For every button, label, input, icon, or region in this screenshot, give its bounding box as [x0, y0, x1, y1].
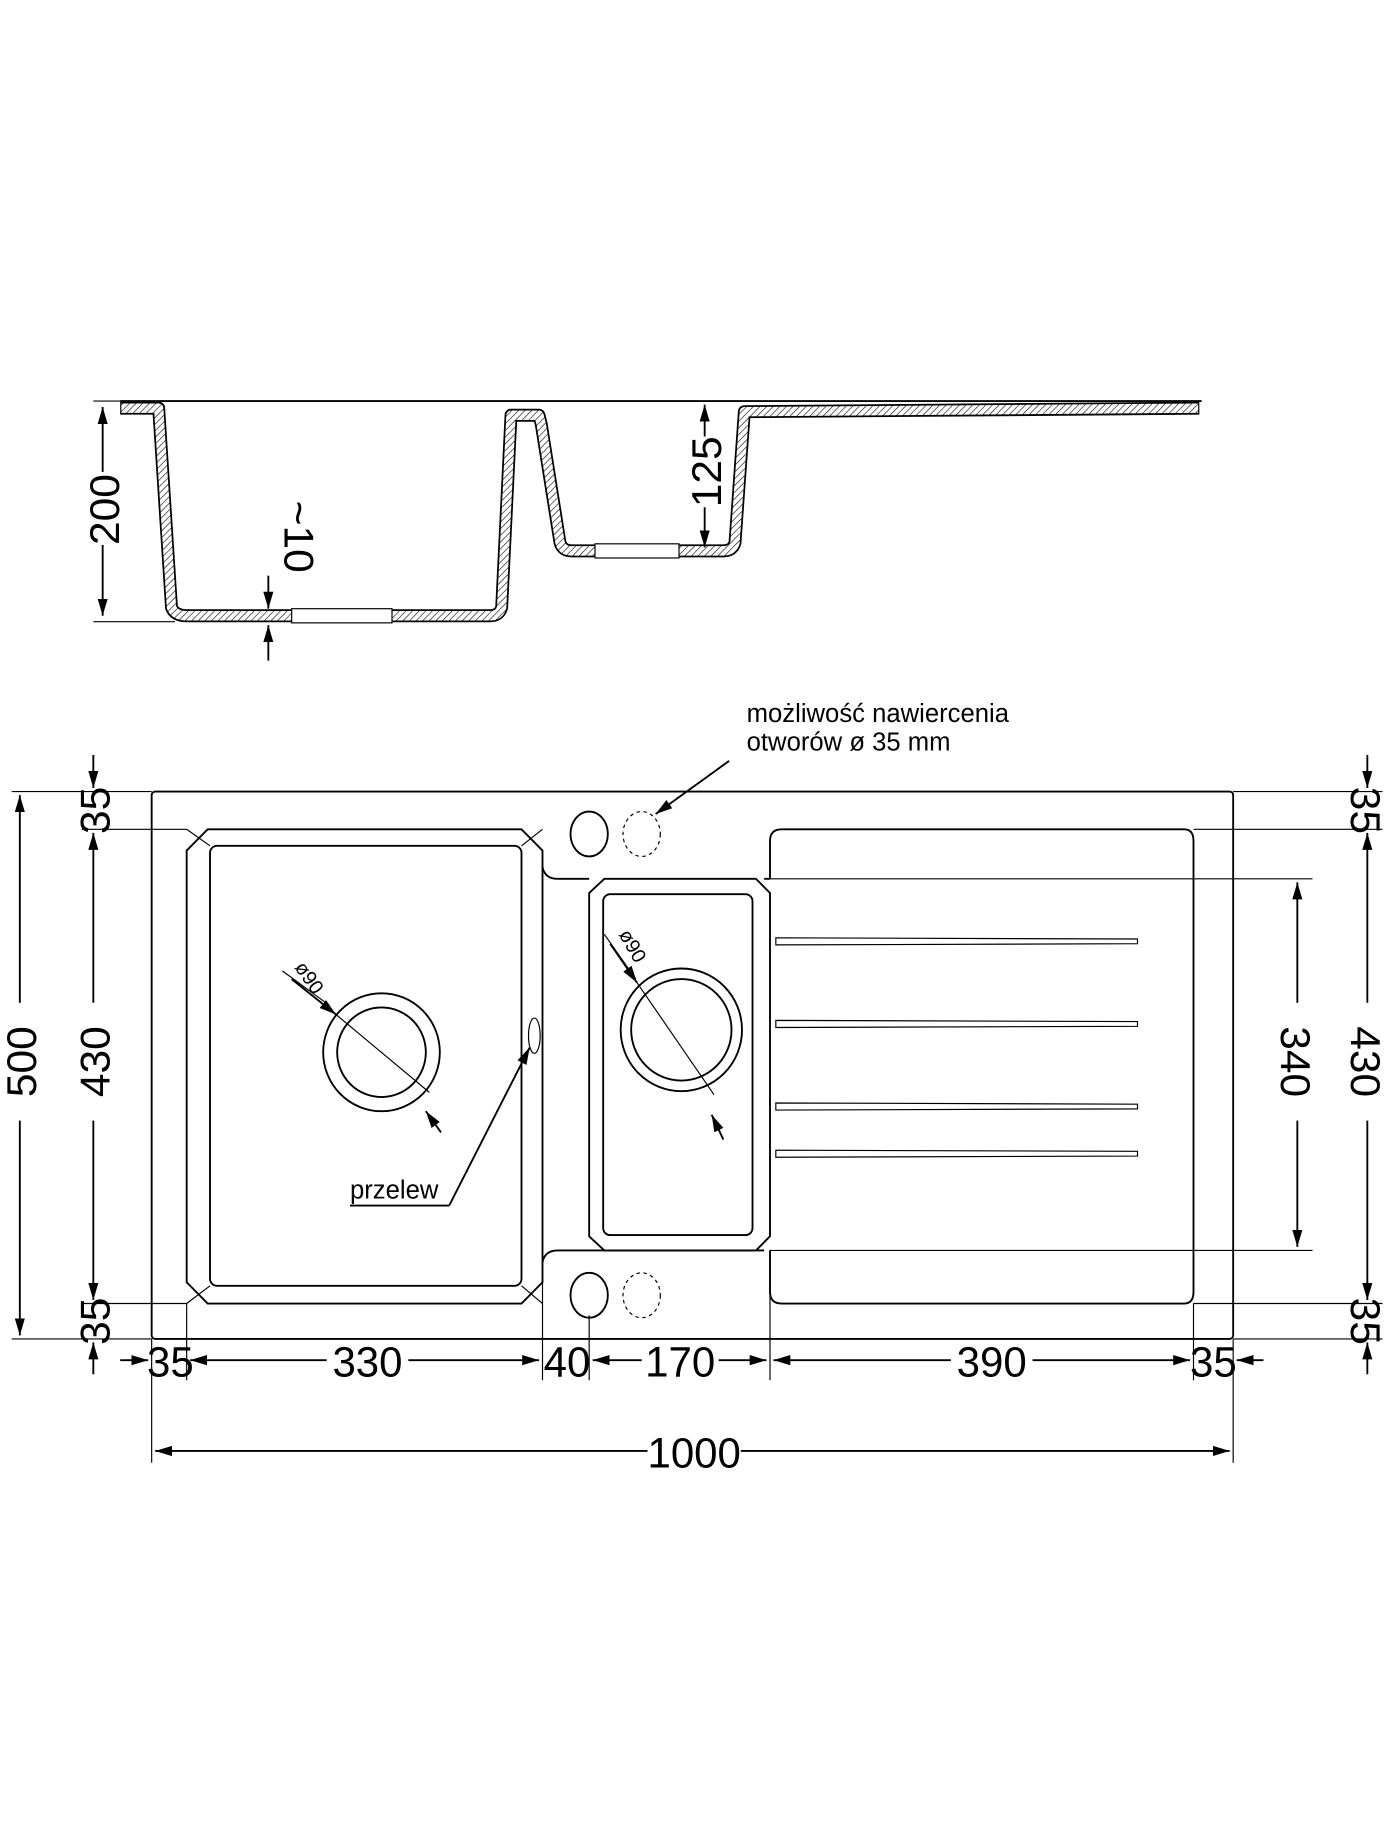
dim-330: 330 — [332, 1338, 402, 1385]
dim-40: 40 — [544, 1338, 591, 1385]
drill-note-leader — [655, 760, 730, 815]
left-bowl-rim — [185, 828, 544, 1305]
dim-170: 170 — [645, 1338, 715, 1385]
right-drain-outer — [619, 967, 743, 1093]
dim-340: 340 — [1272, 1026, 1319, 1097]
drill-note-line2: otworów ø 35 mm — [747, 728, 951, 756]
overflow-leader — [448, 1047, 531, 1207]
overflow-hole — [527, 1017, 541, 1055]
sink-outline — [150, 790, 1235, 1340]
drainboard — [769, 828, 1195, 1305]
right-drain-opening — [594, 543, 680, 559]
left-bowl — [209, 844, 523, 1287]
tap-hole-top — [569, 810, 609, 858]
overflow-label: przelew — [350, 1176, 439, 1204]
dim-right-430: 430 — [1342, 1026, 1389, 1097]
right-dimensions: 35 430 35 340 — [770, 754, 1389, 1375]
deck-line-bottom — [541, 1249, 765, 1263]
drainboard-ribs — [775, 937, 1139, 1158]
dim-1000: 1000 — [647, 1429, 740, 1476]
left-drain-outer — [322, 992, 441, 1113]
dim-left-35-top: 35 — [72, 787, 119, 834]
dim-bottom-35-left: 35 — [147, 1338, 194, 1385]
section-view: 200 ~10 125 — [81, 400, 1202, 661]
left-drain-inner — [336, 1006, 427, 1099]
dim-390: 390 — [957, 1338, 1027, 1385]
dim-left-35-bottom: 35 — [72, 1298, 119, 1345]
right-drain-inner — [630, 978, 733, 1082]
dim-right-35-bottom: 35 — [1342, 1298, 1389, 1345]
dim-200: 200 — [81, 474, 128, 545]
small-bowl-rim — [588, 877, 771, 1252]
optional-tap-hole-top — [622, 811, 661, 858]
deck-line-top — [541, 866, 770, 880]
sink-profile-hatch — [121, 403, 1199, 621]
tap-hole-bottom — [569, 1271, 609, 1319]
right-drain-diameter: ø90 — [614, 926, 650, 967]
drill-note-line1: możliwość nawiercenia — [747, 700, 1010, 728]
dim-125: 125 — [683, 436, 730, 507]
small-bowl — [602, 893, 754, 1237]
dim-right-35-top: 35 — [1342, 787, 1389, 834]
left-dimensions: 500 35 430 35 — [0, 754, 187, 1375]
dim-500: 500 — [0, 1026, 45, 1097]
dim-left-430: 430 — [72, 1026, 119, 1097]
left-drain-diameter: ø90 — [290, 958, 328, 999]
dim-10: ~10 — [276, 501, 323, 573]
left-drain-opening — [291, 608, 393, 624]
bottom-dimensions: 35 330 40 170 390 35 1000 — [120, 1250, 1264, 1477]
plan-view: możliwość nawiercenia otworów ø 35 mm ø9… — [0, 700, 1389, 1477]
optional-tap-hole-bottom — [622, 1272, 661, 1319]
dim-bottom-35-right: 35 — [1190, 1338, 1237, 1385]
